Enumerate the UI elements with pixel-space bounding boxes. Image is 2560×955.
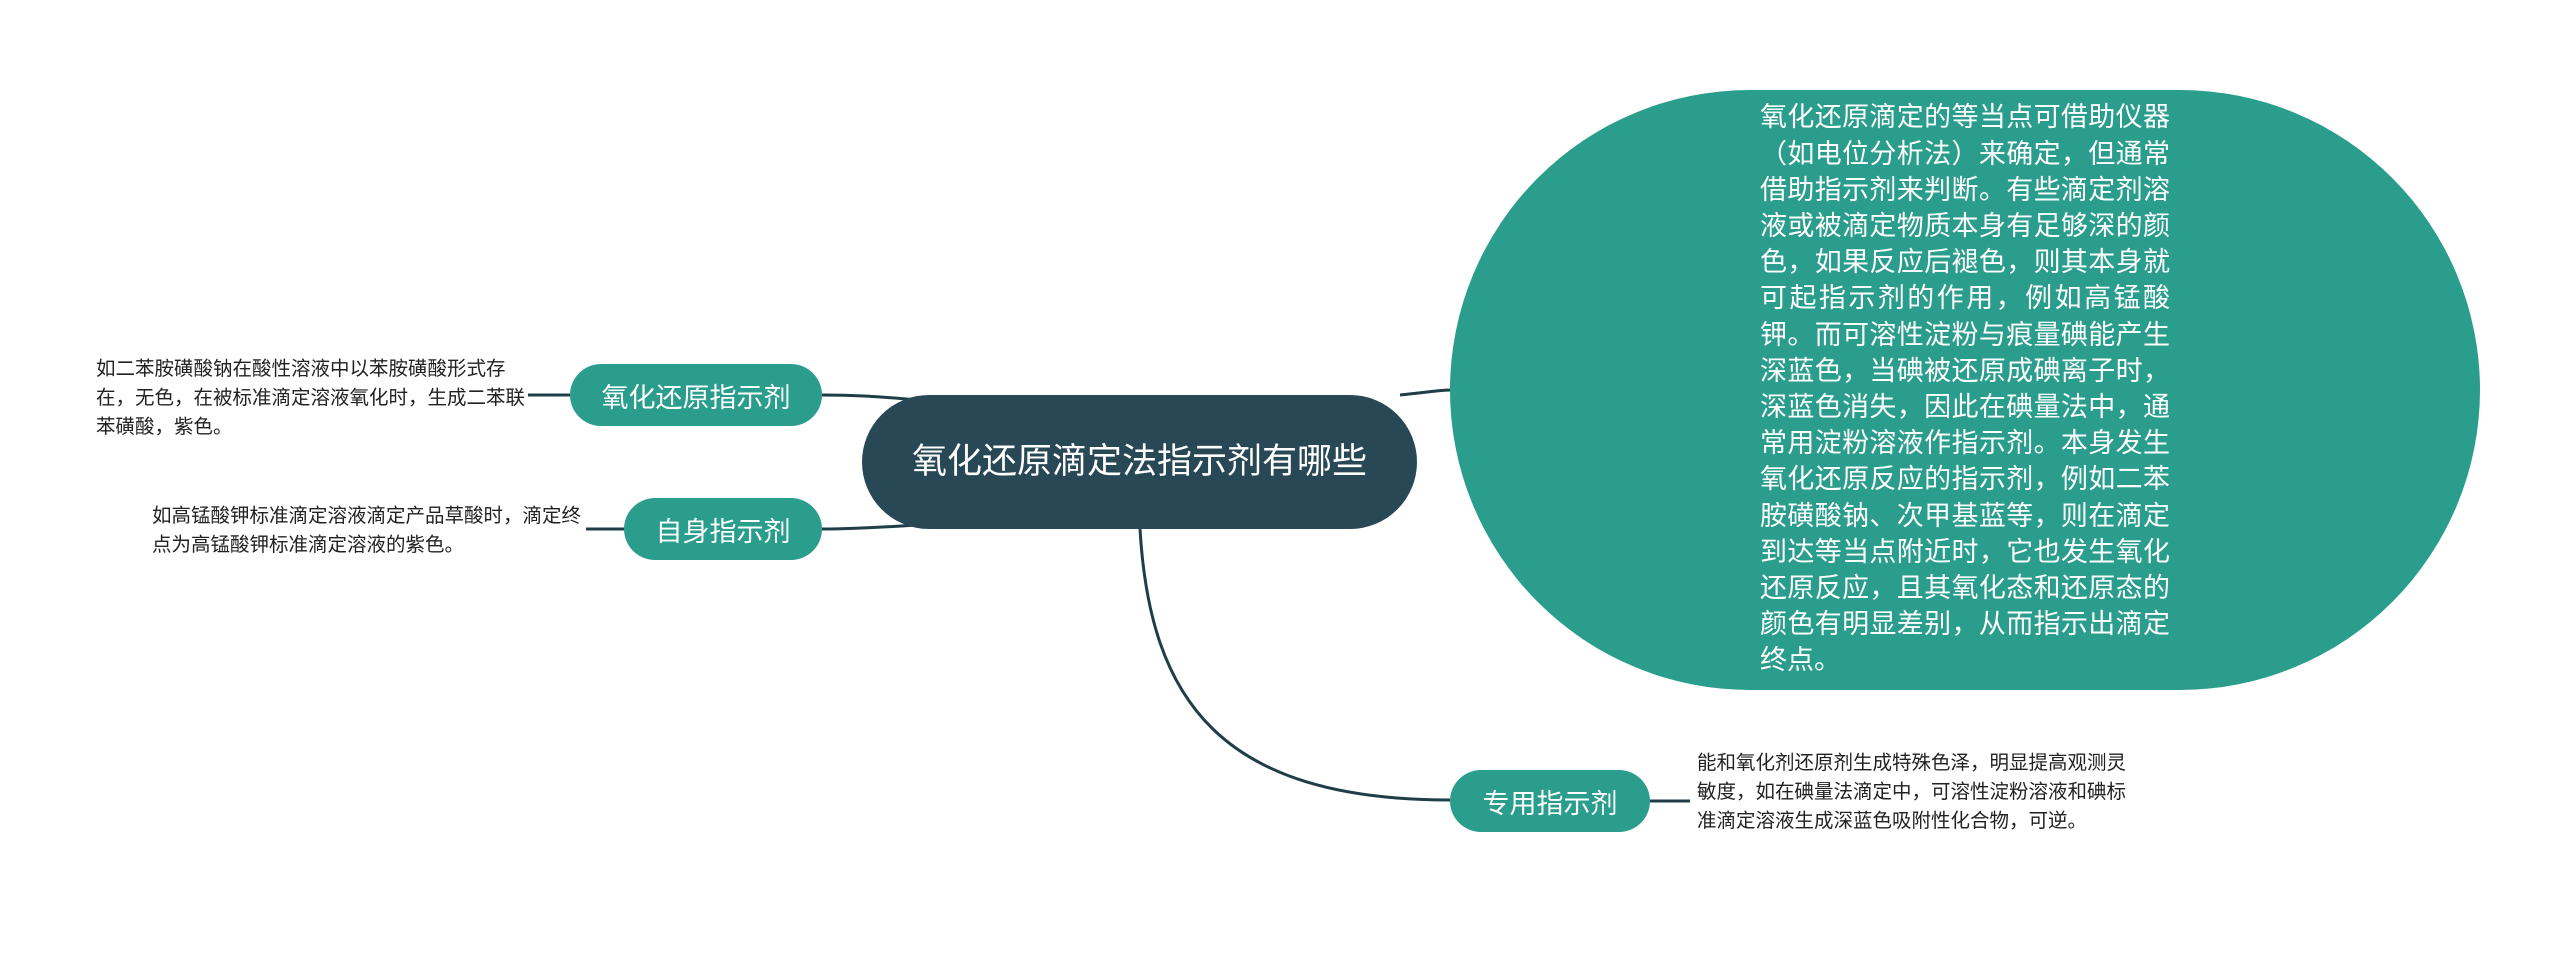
leaf-special-indicator-text: 能和氧化剂还原剂生成特殊色泽，明显提高观测灵敏度，如在碘量法滴定中，可溶性淀粉溶… <box>1697 751 2127 832</box>
leaf-redox-indicator-text: 如二苯胺磺酸钠在酸性溶液中以苯胺磺酸形式存在，无色，在被标准滴定溶液氧化时，生成… <box>96 357 526 438</box>
connector-central-overview <box>1399 388 1452 397</box>
connector-central-branch-2 <box>821 523 921 531</box>
overview-text: 氧化还原滴定的等当点可借助仪器（如电位分析法）来确定，但通常借助指示剂来判断。有… <box>1760 102 2170 677</box>
branch-label: 自身指示剂 <box>655 516 791 548</box>
branch-redox-indicator[interactable]: 氧化还原指示剂 <box>570 364 822 426</box>
branch-label: 专用指示剂 <box>1482 788 1618 820</box>
overview-bubble[interactable]: 氧化还原滴定的等当点可借助仪器（如电位分析法）来确定，但通常借助指示剂来判断。有… <box>1450 90 2480 690</box>
connector-central-branch-3 <box>1138 528 1451 802</box>
branch-label: 氧化还原指示剂 <box>601 382 791 414</box>
branch-self-indicator[interactable]: 自身指示剂 <box>624 498 822 560</box>
leaf-self-indicator-text: 如高锰酸钾标准滴定溶液滴定产品草酸时，滴定终点为高锰酸钾标准滴定溶液的紫色。 <box>152 504 582 556</box>
central-topic-label: 氧化还原滴定法指示剂有哪些 <box>911 442 1367 482</box>
central-topic[interactable]: 氧化还原滴定法指示剂有哪些 <box>862 395 1417 529</box>
branch-special-indicator[interactable]: 专用指示剂 <box>1450 770 1650 832</box>
